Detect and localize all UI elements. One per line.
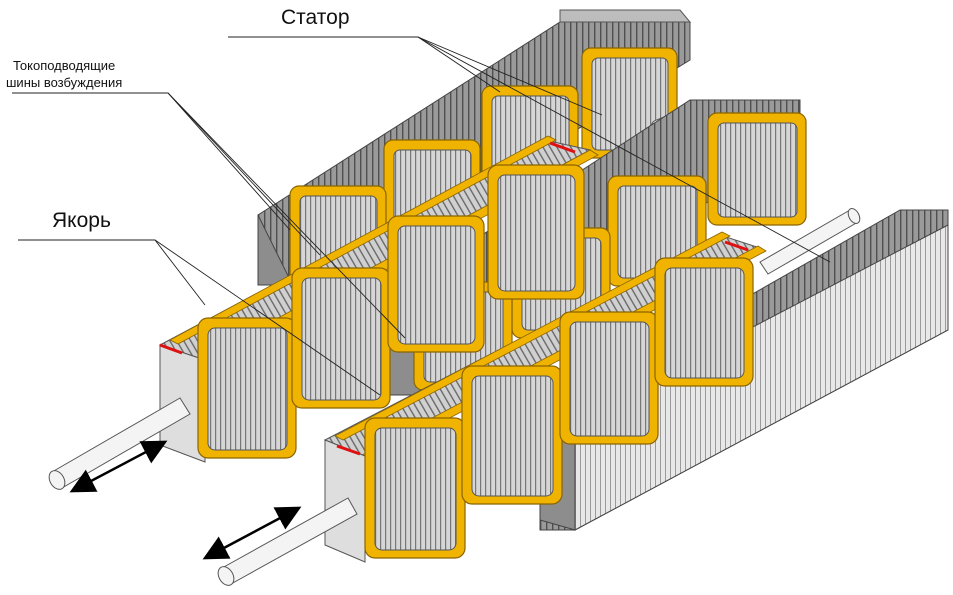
- polarity-marker: [549, 141, 576, 154]
- stator-leader-lines: [228, 36, 831, 263]
- stator-coil: [707, 112, 807, 226]
- armature-coil: [654, 257, 754, 387]
- stator-label: Статор: [281, 6, 350, 29]
- double-headed-arrow-icon: [202, 506, 302, 560]
- bus-leader-lines: [12, 92, 406, 339]
- polarity-marker: [336, 444, 361, 456]
- armature-coil: [387, 215, 485, 353]
- armature-lower: [323, 231, 767, 563]
- polarity-marker: [724, 240, 749, 252]
- armature-coil: [291, 267, 391, 409]
- excitation-bus-label: Токоподводящие шины возбуждения: [6, 57, 122, 91]
- armature-coil: [461, 365, 563, 505]
- armature-coil: [487, 164, 585, 300]
- armature-coil: [364, 417, 466, 559]
- armature-coil: [559, 311, 659, 445]
- armature-leader-lines: [18, 239, 381, 396]
- polarity-marker: [159, 343, 183, 355]
- armature-label: Якорь: [52, 209, 111, 232]
- double-headed-arrow-icon: [69, 440, 168, 493]
- excitation-bus-label-line2: шины возбуждения: [6, 75, 123, 90]
- armature-coil: [197, 317, 297, 459]
- excitation-bus-label-line1: Токоподводящие: [12, 58, 116, 73]
